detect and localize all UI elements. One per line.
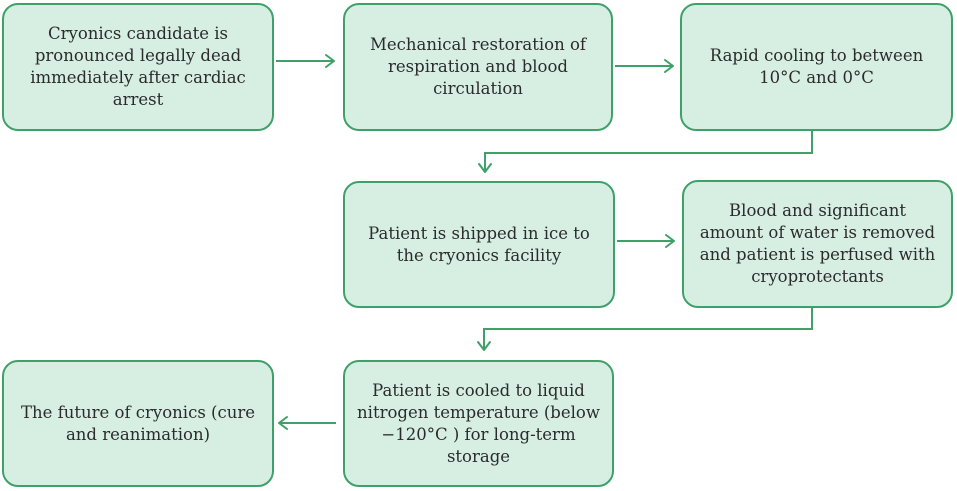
step-7-text: The future of cryonics (cure and reanima… bbox=[20, 402, 255, 444]
step-2-text: Mechanical restoration of respiration an… bbox=[369, 35, 587, 98]
step-5-perfusion-box: Blood and significant amount of water is… bbox=[682, 180, 953, 308]
step-3-text: Rapid cooling to between 10°C and 0°C bbox=[709, 46, 924, 87]
step-7-future-of-cryonics-box: The future of cryonics (cure and reanima… bbox=[2, 360, 274, 487]
step-1-legally-dead-box: Cryonics candidate is pronounced legally… bbox=[2, 3, 274, 131]
arrow-step6-to-step7 bbox=[278, 416, 336, 430]
arrow-step2-to-step3 bbox=[615, 59, 674, 73]
step-2-mechanical-restoration-box: Mechanical restoration of respiration an… bbox=[343, 3, 613, 131]
step-4-text: Patient is shipped in ice to the cryonic… bbox=[368, 223, 590, 265]
step-4-shipped-in-ice-box: Patient is shipped in ice to the cryonic… bbox=[343, 181, 615, 308]
arrow-step1-to-step2 bbox=[276, 54, 335, 68]
step-1-text: Cryonics candidate is pronounced legally… bbox=[30, 24, 246, 109]
step-3-rapid-cooling-box: Rapid cooling to between 10°C and 0°C bbox=[680, 3, 953, 131]
arrow-step3-to-step4 bbox=[478, 131, 813, 173]
arrow-step4-to-step5 bbox=[617, 234, 675, 248]
step-6-text: Patient is cooled to liquid nitrogen tem… bbox=[357, 380, 600, 466]
arrow-step5-to-step6 bbox=[477, 308, 813, 351]
step-6-liquid-nitrogen-box: Patient is cooled to liquid nitrogen tem… bbox=[343, 360, 614, 487]
step-5-text: Blood and significant amount of water is… bbox=[699, 201, 936, 286]
